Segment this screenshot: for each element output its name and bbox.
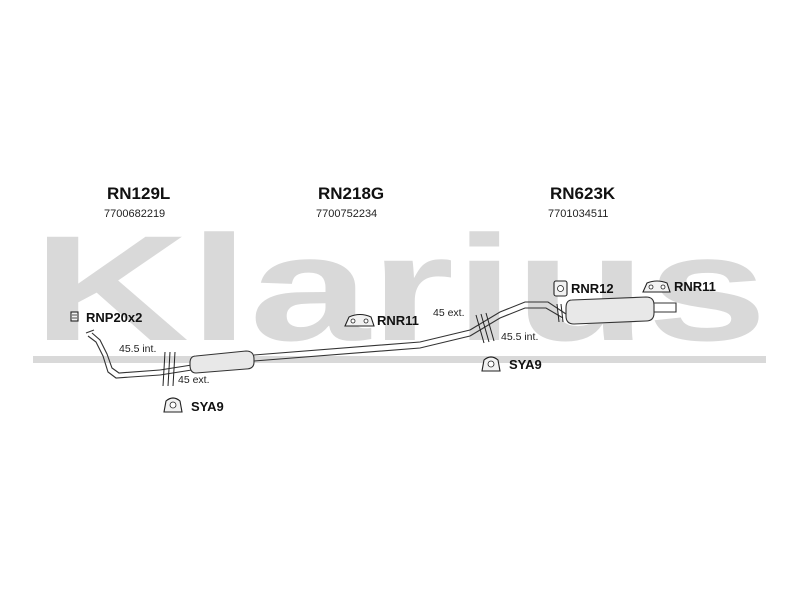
clamp-kit-left-icon <box>163 397 183 413</box>
accessory-rnr12-label: RNR12 <box>571 281 614 296</box>
accessory-rnr11-middle-label: RNR11 <box>377 313 419 328</box>
rubber-hanger-right-icon <box>642 280 671 293</box>
rubber-hanger-icon <box>344 313 375 327</box>
part-code-middle: RN218G <box>318 184 384 203</box>
part-number-middle: 7700752234 <box>316 208 377 220</box>
accessory-rnp20x2-label: RNP20x2 <box>86 310 142 325</box>
accessory-rnr11-right-label: RNR11 <box>674 279 716 294</box>
part-number-rear: 7701034511 <box>548 208 608 220</box>
front-pipe <box>85 329 161 379</box>
part-code-front: RN129L <box>107 184 170 203</box>
dimension-right-int: 45.5 int. <box>501 331 538 343</box>
clamp-kit-right-icon <box>481 356 501 372</box>
accessory-sya9-right-label: SYA9 <box>509 357 542 372</box>
middle-silencer-section <box>159 329 471 376</box>
dimension-right-ext: 45 ext. <box>433 307 465 319</box>
clamp-right <box>475 312 495 344</box>
clamp-rear <box>556 303 564 323</box>
dimension-left-int: 45.5 int. <box>119 343 156 355</box>
rubber-mount-icon <box>553 280 568 297</box>
clamp-left <box>162 351 176 387</box>
bolt-icon <box>70 311 79 322</box>
part-number-front: 7700682219 <box>104 208 165 220</box>
part-code-rear: RN623K <box>550 184 616 203</box>
accessory-sya9-left-label: SYA9 <box>191 399 224 414</box>
rear-silencer-section <box>469 296 677 337</box>
dimension-left-ext: 45 ext. <box>178 374 210 386</box>
